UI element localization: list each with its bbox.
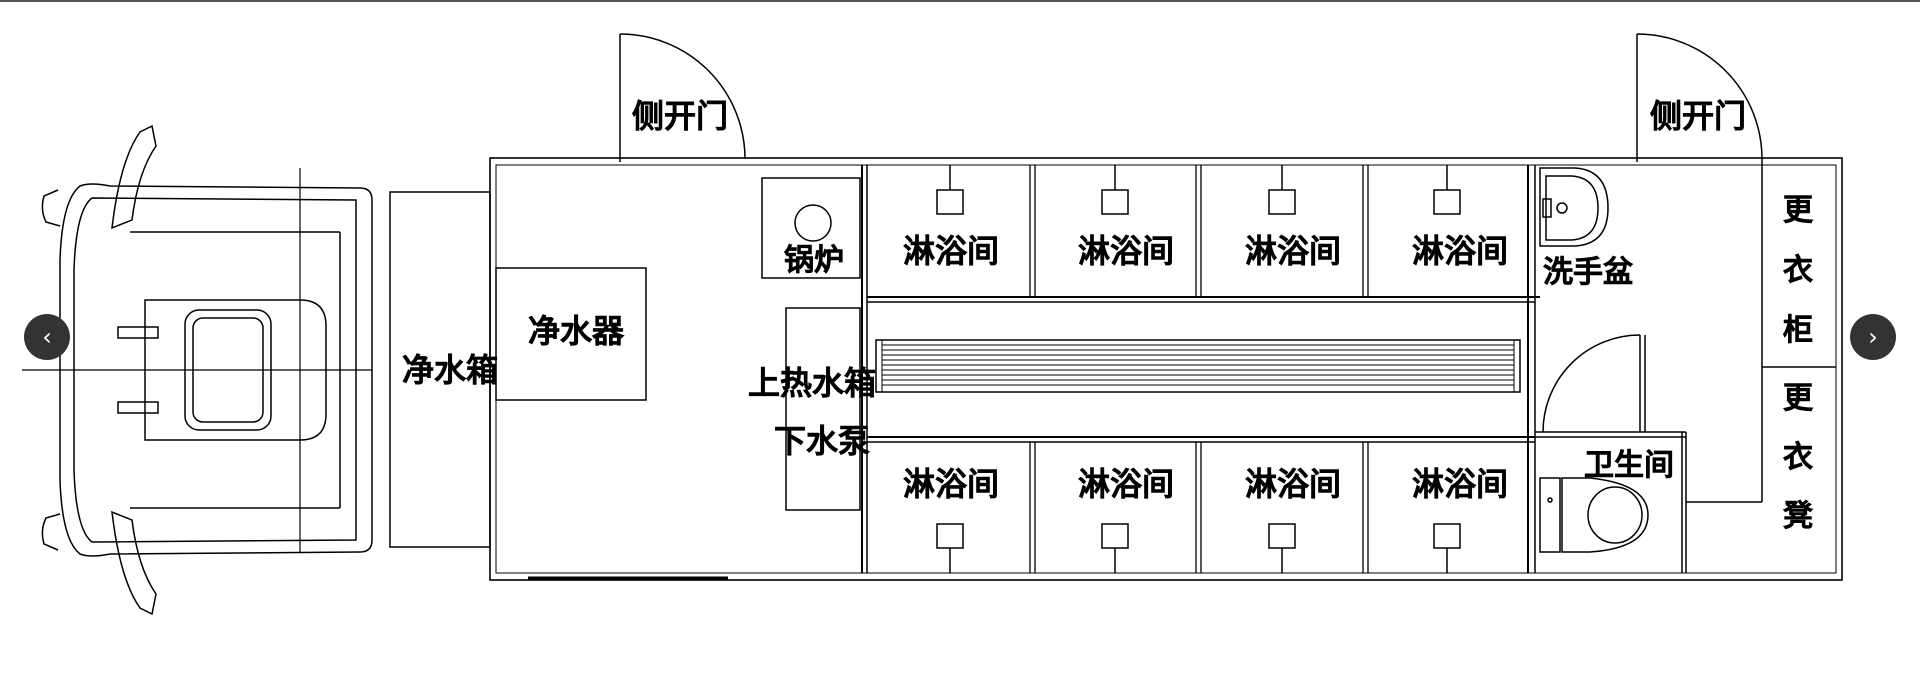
body-outer-wall <box>489 157 1843 581</box>
bench-label-1: 更 <box>1783 381 1813 416</box>
central-bench <box>875 339 1521 393</box>
carousel-next-button[interactable]: › <box>1850 314 1896 360</box>
side-door-right <box>1636 33 1763 162</box>
water-purifier-label: 净水器 <box>528 312 624 350</box>
shower-bottom-2-label: 淋浴间 <box>1078 465 1174 503</box>
side-door-left-label: 侧开门 <box>632 97 728 135</box>
lower-water-pump-label: 下水泵 <box>774 422 870 460</box>
shower-top-1-label: 淋浴间 <box>903 232 999 270</box>
water-purifier <box>495 267 647 401</box>
shower-heads-bottom <box>936 523 1461 573</box>
shower-bottom-1-label: 淋浴间 <box>903 465 999 503</box>
locker-label-3: 柜 <box>1783 313 1813 348</box>
top-border <box>0 0 1920 2</box>
side-door-right-label: 侧开门 <box>1650 97 1746 135</box>
boiler <box>761 177 861 279</box>
wash-basin-label: 洗手盆 <box>1543 255 1633 290</box>
body-inner-wall <box>495 164 1837 574</box>
carousel-prev-button[interactable]: ‹ <box>24 314 70 360</box>
bench-label-2: 衣 <box>1783 440 1813 475</box>
boiler-label: 锅炉 <box>784 243 844 278</box>
truck-cab <box>22 124 373 616</box>
locker-label-2: 衣 <box>1783 253 1813 288</box>
toilet-label: 卫生间 <box>1584 448 1674 483</box>
shower-heads-top <box>936 165 1461 215</box>
upper-hot-water-tank-label: 上热水箱 <box>748 364 876 402</box>
shower-top-4-label: 淋浴间 <box>1412 232 1508 270</box>
hot-water-tank <box>785 307 861 511</box>
shower-top-2-label: 淋浴间 <box>1078 232 1174 270</box>
shower-dividers <box>1029 165 1369 573</box>
side-door-left <box>619 33 746 162</box>
shower-top-3-label: 淋浴间 <box>1245 232 1341 270</box>
chevron-right-icon: › <box>1868 323 1878 351</box>
wash-basin <box>1539 167 1609 247</box>
toilet-room <box>1535 334 1687 573</box>
bench-label-3: 凳 <box>1783 499 1813 534</box>
shower-bottom-4-label: 淋浴间 <box>1412 465 1508 503</box>
locker-label-1: 更 <box>1783 193 1813 228</box>
clean-water-tank-label: 净水箱 <box>402 351 498 389</box>
shower-bottom-3-label: 淋浴间 <box>1245 465 1341 503</box>
chevron-left-icon: ‹ <box>42 323 52 351</box>
